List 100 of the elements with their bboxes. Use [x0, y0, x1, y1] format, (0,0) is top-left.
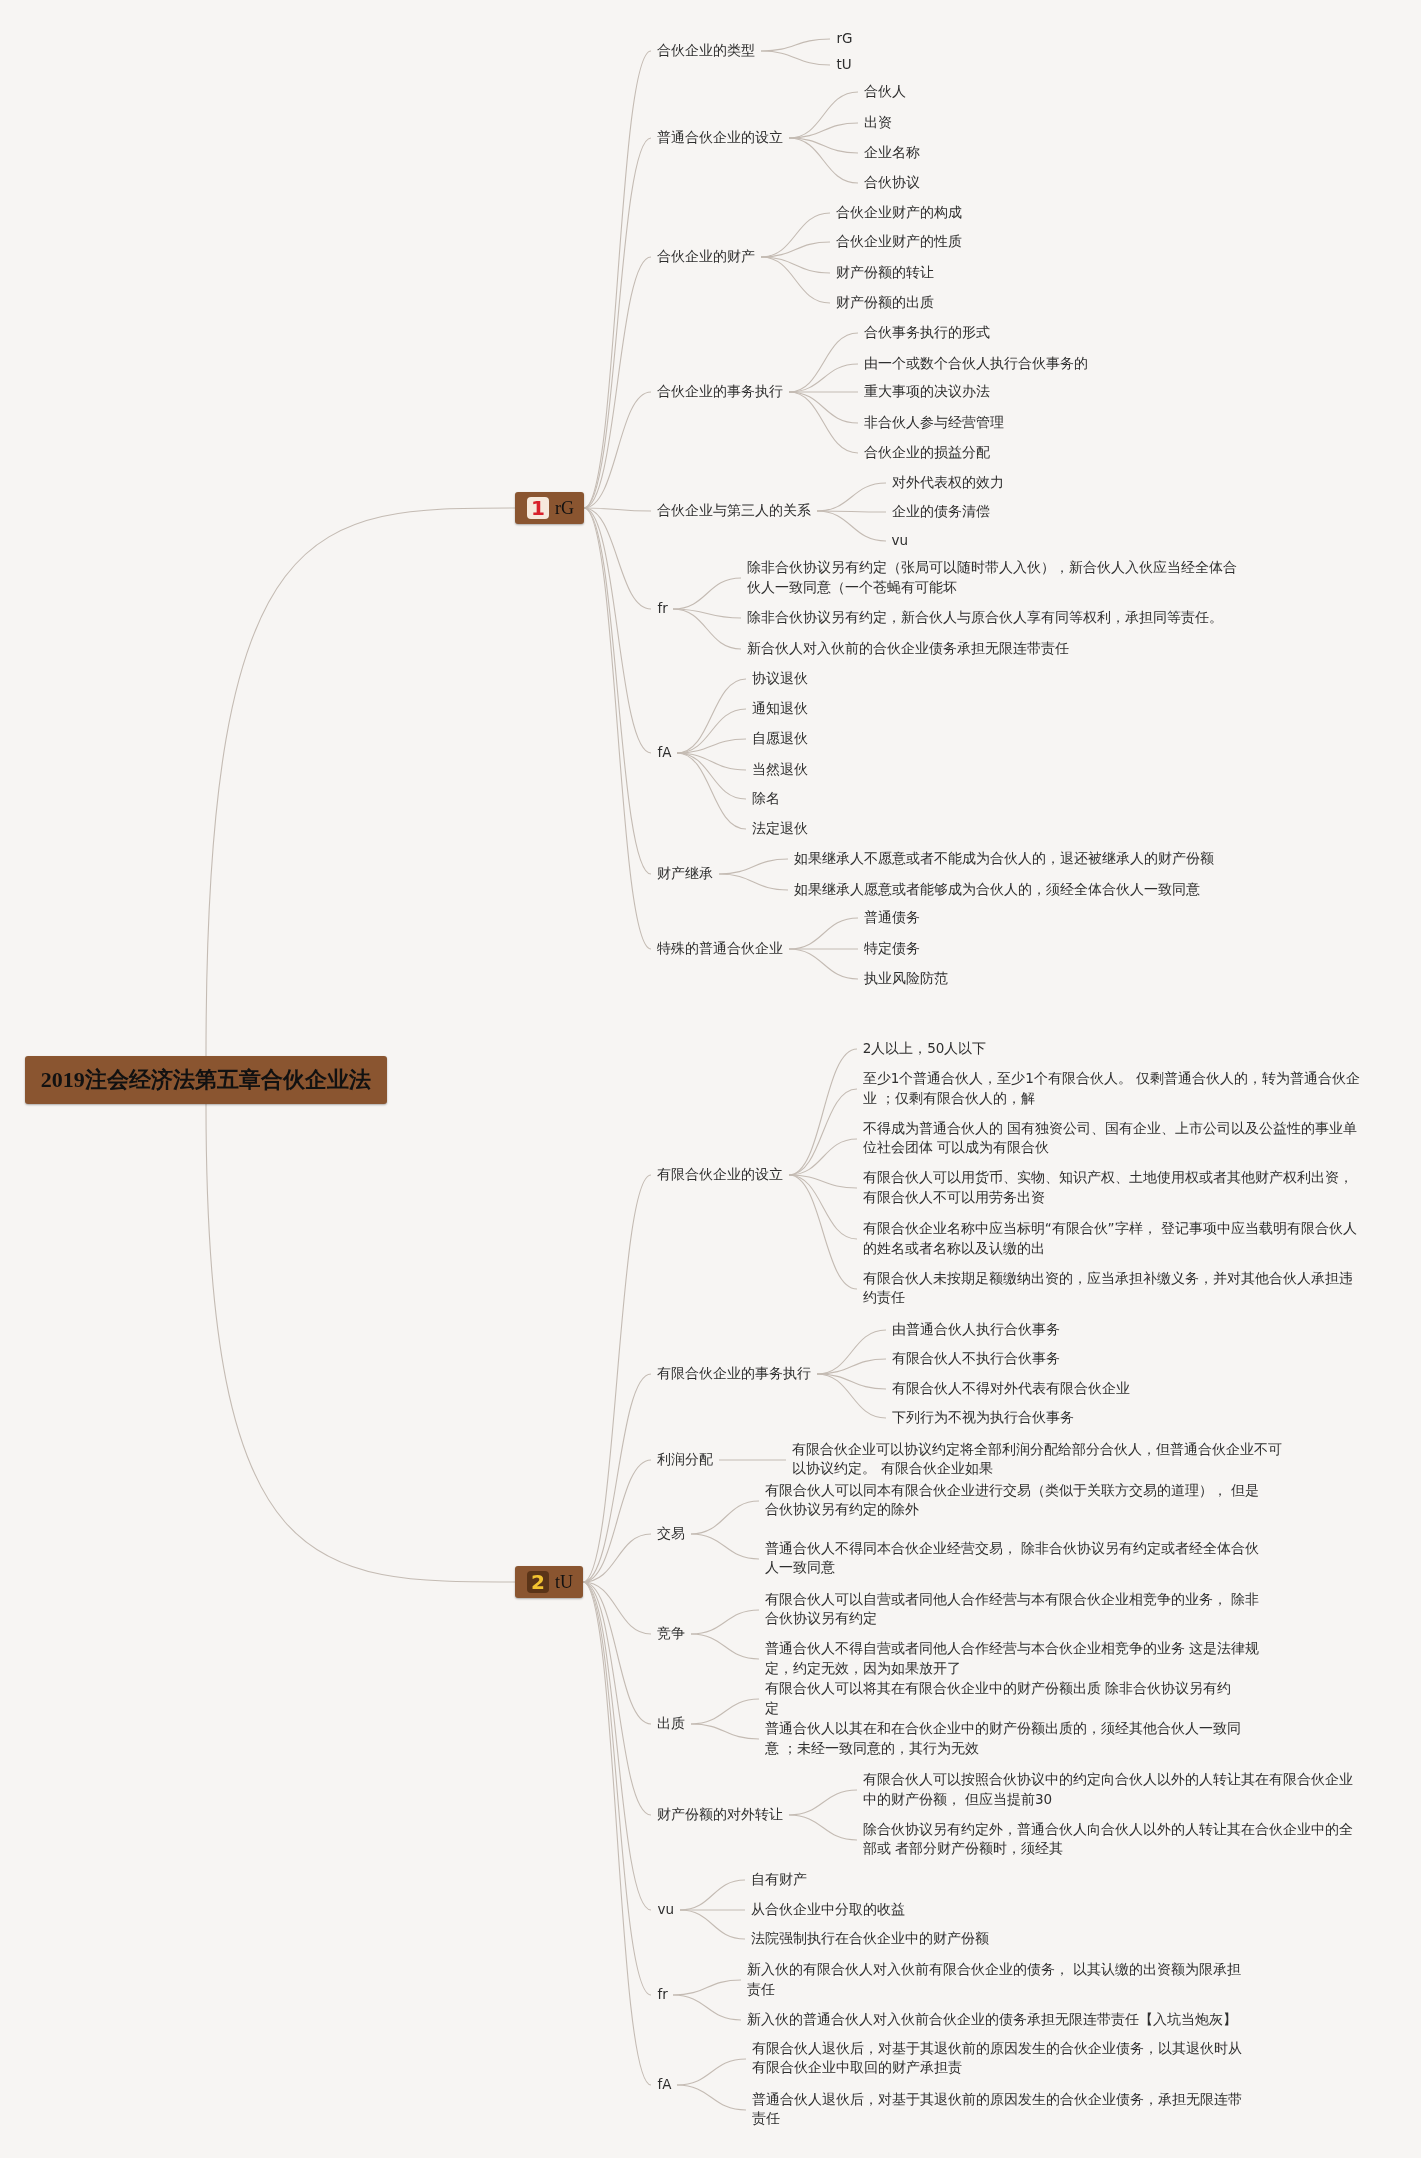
subtopic-label: 执业风险防范 — [862, 968, 950, 990]
subtopic-label: 有限合伙人未按期足额缴纳出资的，应当承担补缴义务，并对其他合伙人承担违约责任 — [860, 1268, 1365, 1310]
branch-line — [690, 1633, 760, 1660]
subtopic-label: 有限合伙人可以按照合伙协议中的约定向合伙人以外的人转让其在有限合伙企业中的财产份额， 但应当提前30 — [860, 1769, 1365, 1811]
subtopic-label: 有限合伙人可以自营或者同他人合作经营与本有限合伙企业相竞争的业务， 除非合伙协议另有约定 — [762, 1589, 1267, 1631]
branch-line — [582, 1581, 652, 2086]
branch-line — [788, 391, 859, 424]
subtopic-label: 由一个或数个合伙人执行合伙事务的 — [862, 352, 1090, 375]
branch-line — [582, 1174, 652, 1583]
subtopic-label: 合伙事务执行的形式 — [862, 322, 992, 344]
subtopic-label: 下列行为不视为执行合伙事务 — [889, 1407, 1076, 1430]
topic-label: 有限合伙企业的事务执行 — [655, 1363, 814, 1385]
branch-line — [718, 1459, 787, 1461]
topic-label: 竞争 — [655, 1623, 688, 1646]
topic-label: 有限合伙企业的设立 — [655, 1163, 786, 1186]
subtopic-label: 协议退伙 — [750, 668, 811, 690]
subtopic-label: 不得成为普通合伙人的 国有独资公司、国有企业、上市公司以及公益性的事业单位社会团体 可以成为有限合伙 — [860, 1118, 1365, 1160]
subtopic-label: 如果继承人不愿意或者不能成为合伙人的，退还被继承人的财产份额 — [791, 848, 1216, 870]
topic-label: 合伙企业的财产 — [655, 246, 758, 269]
branch-line — [676, 2084, 747, 2111]
subtopic-label: 从合伙企业中分取的收益 — [749, 1899, 908, 1921]
branch-topic-box — [515, 1566, 583, 1599]
subtopic-label: 财产份额的出质 — [834, 292, 937, 314]
subtopic-label: 对外代表权的效力 — [889, 472, 1006, 495]
subtopic-label: 法院强制执行在合伙企业中的财产份额 — [749, 1928, 992, 1950]
branch-line — [583, 507, 652, 950]
branch-line — [676, 752, 747, 771]
branch-line — [788, 948, 859, 980]
subtopic-label: 有限合伙人可以将其在有限合伙企业中的财产份额出质 除非合伙协议另有约定 — [762, 1678, 1245, 1720]
subtopic-label: 特定债务 — [862, 937, 922, 960]
topic-label: 合伙企业的事务执行 — [655, 381, 786, 404]
branch-line — [788, 137, 859, 184]
topic-label: 普通合伙企业的设立 — [655, 126, 786, 149]
subtopic-label: 合伙企业的损益分配 — [862, 442, 992, 464]
branch-line — [679, 1909, 746, 1940]
topic-label: 合伙企业与第三人的关系 — [655, 500, 814, 522]
topic-label: 特殊的普通合伙企业 — [655, 937, 786, 960]
subtopic-label: 除非合伙协议另有约定，新合伙人与原合伙人享有同等权利，承担同等责任。 — [744, 607, 1225, 630]
topic-label: fA — [655, 2074, 674, 2096]
subtopic-label: 新入伙的有限合伙人对入伙前有限合伙企业的债务， 以其认缴的出资额为限承担责任 — [744, 1959, 1249, 2001]
topic-label: 交易 — [655, 1523, 688, 1545]
topic-label: 合伙企业的类型 — [655, 40, 758, 62]
subtopic-label: 有限合伙企业名称中应当标明“有限合伙”字样， 登记事项中应当载明有限合伙人的姓名或者名称以及认缴的出 — [860, 1218, 1365, 1260]
subtopic-label: 通知退伙 — [750, 698, 811, 720]
subtopic-label: 除合伙协议另有约定外，普通合伙人向合伙人以外的人转让其在合伙企业中的全部或 者部分财产份额时，须经其 — [860, 1819, 1365, 1861]
branch-line — [718, 873, 789, 891]
subtopic-label: 重大事项的决议办法 — [862, 381, 992, 404]
subtopic-label: rG — [834, 27, 855, 50]
branch-line — [760, 256, 831, 304]
subtopic-label: 合伙协议 — [862, 172, 922, 194]
subtopic-label: 企业的债务清偿 — [889, 501, 992, 523]
subtopic-label: 当然退伙 — [750, 758, 811, 781]
priority-number: 2 — [527, 1571, 549, 1594]
branch-line — [788, 1174, 858, 1189]
branch-line — [788, 1814, 858, 1841]
subtopic-label: 有限合伙人可以用货币、实物、知识产权、土地使用权或者其他财产权利出资，有限合伙人不可以用劳务出资 — [860, 1167, 1365, 1209]
central-topic-text: 2019注会经济法第五章合伙企业法 — [40, 1066, 371, 1092]
topic-label: 财产继承 — [655, 863, 716, 886]
topic-label: vu — [655, 1899, 676, 1921]
subtopic-label: tU — [834, 53, 854, 76]
branch-line — [816, 510, 887, 542]
subtopic-label: 2人以上，50人以下 — [860, 1038, 989, 1061]
topic-label: 利润分配 — [655, 1448, 716, 1471]
subtopic-label: 除非合伙协议另有约定（张局可以随时带人入伙），新合伙人入伙应当经全体合伙人一致同意（一个苍蝇有可能坏 — [744, 557, 1249, 599]
subtopic-label: 合伙企业财产的构成 — [834, 202, 965, 225]
branch-line — [205, 1103, 516, 1583]
central-topic-box — [24, 1055, 387, 1104]
subtopic-label: 新合伙人对入伙前的合伙企业债务承担无限连带责任 — [744, 637, 1071, 660]
branch-line — [816, 1373, 887, 1390]
subtopic-label: 合伙人 — [862, 81, 908, 104]
subtopic-label: 法定退伙 — [750, 818, 811, 840]
subtopic-label: 普通合伙人退伙后，对基于其退伙前的原因发生的合伙企业债务，承担无限连带责任 — [750, 2089, 1255, 2131]
subtopic-label: 普通合伙人不得同本合伙企业经营交易， 除非合伙协议另有约定或者经全体合伙人一致同意 — [762, 1538, 1267, 1580]
branch-line — [676, 752, 747, 800]
subtopic-label: 新入伙的普通合伙人对入伙前合伙企业的债务承担无限连带责任【入坑当炮灰】 — [744, 2009, 1239, 2031]
subtopic-label: 合伙企业财产的性质 — [834, 231, 965, 254]
subtopic-label: 有限合伙企业可以协议约定将全部利润分配给部分合伙人，但普通合伙企业不可以协议约定。 有限合伙企业如果 — [790, 1439, 1295, 1481]
priority-number: 1 — [527, 497, 549, 520]
branch-topic-text: tU — [554, 1571, 573, 1593]
subtopic-label: 普通债务 — [862, 907, 922, 930]
subtopic-label: 企业名称 — [862, 142, 922, 164]
subtopic-label: 有限合伙人退伙后，对基于其退伙前的原因发生的合伙企业债务，以其退伙时从有限合伙企业中取回的财产承担责 — [750, 2038, 1255, 2080]
branch-line — [816, 1373, 887, 1419]
subtopic-label: vu — [889, 530, 911, 552]
subtopic-label: 普通合伙人不得自营或者同他人合作经营与本合伙企业相竞争的业务 这是法律规定，约定无效，因为如果放开了 — [762, 1638, 1267, 1680]
topic-label: fr — [655, 597, 670, 620]
subtopic-label: 有限合伙人不执行合伙事务 — [889, 1348, 1062, 1370]
branch-line — [205, 507, 516, 1057]
branch-line — [788, 137, 859, 154]
branch-line — [583, 137, 652, 509]
branch-topic-box — [515, 492, 584, 525]
branch-line — [788, 391, 859, 454]
branch-line — [690, 1723, 760, 1740]
subtopic-label: 有限合伙人可以同本有限合伙企业进行交易（类似于关联方交易的道理）， 但是合伙协议另有约定的除外 — [762, 1480, 1267, 1522]
topic-label: fA — [655, 742, 674, 764]
branch-line — [676, 752, 747, 830]
subtopic-label: 出资 — [862, 111, 894, 134]
subtopic-label: 财产份额的转让 — [834, 261, 937, 284]
topic-label: fr — [655, 1984, 670, 2007]
subtopic-label: 普通合伙人以其在和在合伙企业中的财产份额出质的，须经其他合伙人一致同意 ；未经一致同意的，其行为无效 — [762, 1718, 1245, 1760]
